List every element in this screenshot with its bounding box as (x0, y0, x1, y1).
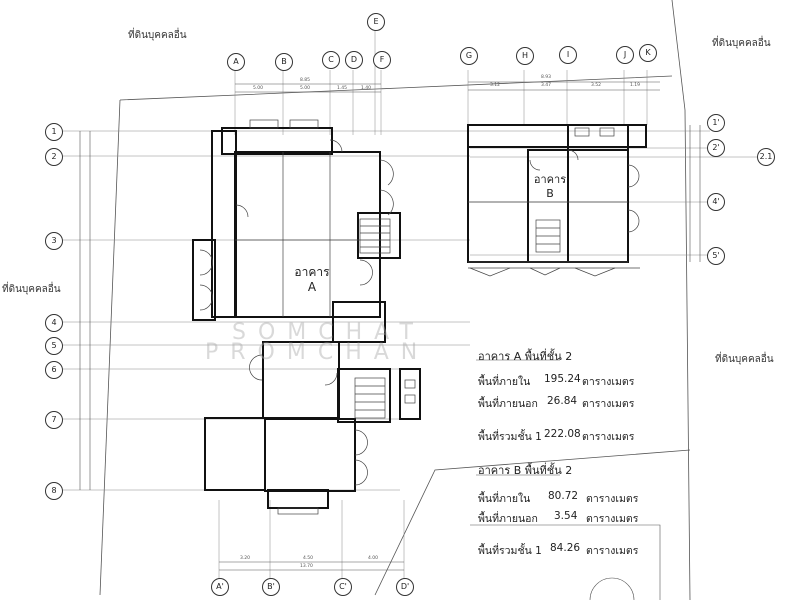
summary-b-row1-label: พื้นที่ภายใน (478, 493, 531, 505)
building-a-letter: A (307, 280, 317, 294)
summary-b-row1-unit: ตารางเมตร (586, 493, 639, 505)
dim-top-b-2: 3.47 (541, 83, 552, 88)
grid-bubble-2: 2 (45, 148, 63, 166)
dim-bottom-3: 4.00 (368, 556, 379, 561)
dim-top-a-total: 8.85 (300, 78, 311, 83)
grid-bubble-8: 8 (45, 482, 63, 500)
dim-top-b-3: 3.52 (591, 83, 602, 88)
summary-b-row3-label: พื้นที่รวมชั้น 1 (478, 545, 542, 557)
building-b-label: อาคาร B (520, 173, 580, 201)
grid-bubble-5-prime: 5' (707, 247, 725, 265)
summary-b-row1-value: 80.72 (548, 490, 579, 502)
summary-b-row3-value: 84.26 (550, 542, 581, 554)
dim-top-b-1: 3.12 (490, 83, 501, 88)
grid-bubble-H: H (516, 47, 534, 65)
neighbor-land-label-right: ที่ดินบุคคลอื่น (715, 354, 774, 365)
building-b-letter: B (546, 187, 554, 200)
grid-bubble-E: E (367, 13, 385, 31)
summary-b-row3-unit: ตารางเมตร (586, 545, 639, 557)
grid-bubble-F: F (373, 51, 391, 69)
grid-bubble-J: J (616, 46, 634, 64)
grid-bubble-4: 4 (45, 314, 63, 332)
dim-bottom-2: 4.50 (303, 556, 314, 561)
grid-bubble-K: K (639, 44, 657, 62)
summary-b-row2-unit: ตารางเมตร (586, 513, 639, 525)
summary-a-row2-unit: ตารางเมตร (582, 398, 635, 410)
summary-a-row2-label: พื้นที่ภายนอก (478, 398, 538, 410)
grid-bubble-C-prime: C' (334, 578, 352, 596)
summary-a-row1-value: 195.24 (544, 373, 581, 385)
grid-bubble-A: A (227, 53, 245, 71)
grid-bubble-2-1: 2.1 (757, 148, 775, 166)
grid-bubble-1-prime: 1' (707, 114, 725, 132)
grid-lines (60, 30, 760, 580)
building-a-walls (192, 127, 421, 509)
summary-lines (470, 359, 661, 600)
watermark-line-2: PROMCHAN (205, 340, 430, 365)
dim-top-b-4: 1.19 (630, 83, 641, 88)
property-boundary (99, 0, 691, 600)
dim-bottom-total: 13.70 (300, 564, 313, 569)
grid-bubble-1: 1 (45, 123, 63, 141)
grid-bubble-2-prime: 2' (707, 139, 725, 157)
grid-bubble-7: 7 (45, 411, 63, 429)
building-a-interior (199, 119, 416, 515)
summary-a-row1-label: พื้นที่ภายใน (478, 376, 531, 388)
grid-bubble-4-prime: 4' (707, 193, 725, 211)
watermark-line-1: SOMCHAT (232, 320, 425, 345)
grid-bubble-C: C (322, 51, 340, 69)
summary-b-row2-label: พื้นที่ภายนอก (478, 513, 538, 525)
grid-bubble-I: I (559, 46, 577, 64)
dim-top-a-4: 1.40 (361, 86, 372, 91)
dim-top-a-3: 1.45 (337, 86, 348, 91)
grid-bubble-6: 6 (45, 361, 63, 379)
grid-bubble-D: D (345, 51, 363, 69)
grid-bubble-A-prime: A' (211, 578, 229, 596)
neighbor-land-label-top-right: ที่ดินบุคคลอื่น (712, 38, 771, 49)
summary-a-row1-unit: ตารางเมตร (582, 376, 635, 388)
neighbor-land-label-top-left: ที่ดินบุคคลอื่น (128, 30, 187, 41)
summary-b-title: อาคาร B พื้นที่ชั้น 2 (478, 464, 573, 477)
grid-bubble-3: 3 (45, 232, 63, 250)
neighbor-land-label-left: ที่ดินบุคคลอื่น (2, 284, 61, 295)
summary-a-row3-label: พื้นที่รวมชั้น 1 (478, 431, 542, 443)
summary-a-row3-value: 222.08 (544, 428, 581, 440)
grid-bubble-G: G (460, 47, 478, 65)
grid-bubble-5: 5 (45, 337, 63, 355)
building-b-word: อาคาร (533, 173, 567, 186)
dimension-lines (79, 81, 701, 571)
dim-top-a-1: 5.00 (253, 86, 264, 91)
building-a-label: อาคาร A (282, 265, 342, 295)
summary-a-row3-unit: ตารางเมตร (582, 431, 635, 443)
grid-bubble-D-prime: D' (396, 578, 414, 596)
summary-a-row2-value: 26.84 (547, 395, 578, 407)
summary-a-title: อาคาร A พื้นที่ชั้น 2 (478, 350, 573, 363)
dim-top-a-2: 5.00 (300, 86, 311, 91)
summary-b-row2-value: 3.54 (554, 510, 578, 522)
grid-bubble-B: B (275, 53, 293, 71)
dim-bottom-1: 3.20 (240, 556, 251, 561)
grid-bubble-B-prime: B' (262, 578, 280, 596)
building-b-interior (468, 127, 640, 277)
dim-top-b-total: 8.93 (541, 75, 552, 80)
building-a-word: อาคาร (294, 265, 330, 279)
